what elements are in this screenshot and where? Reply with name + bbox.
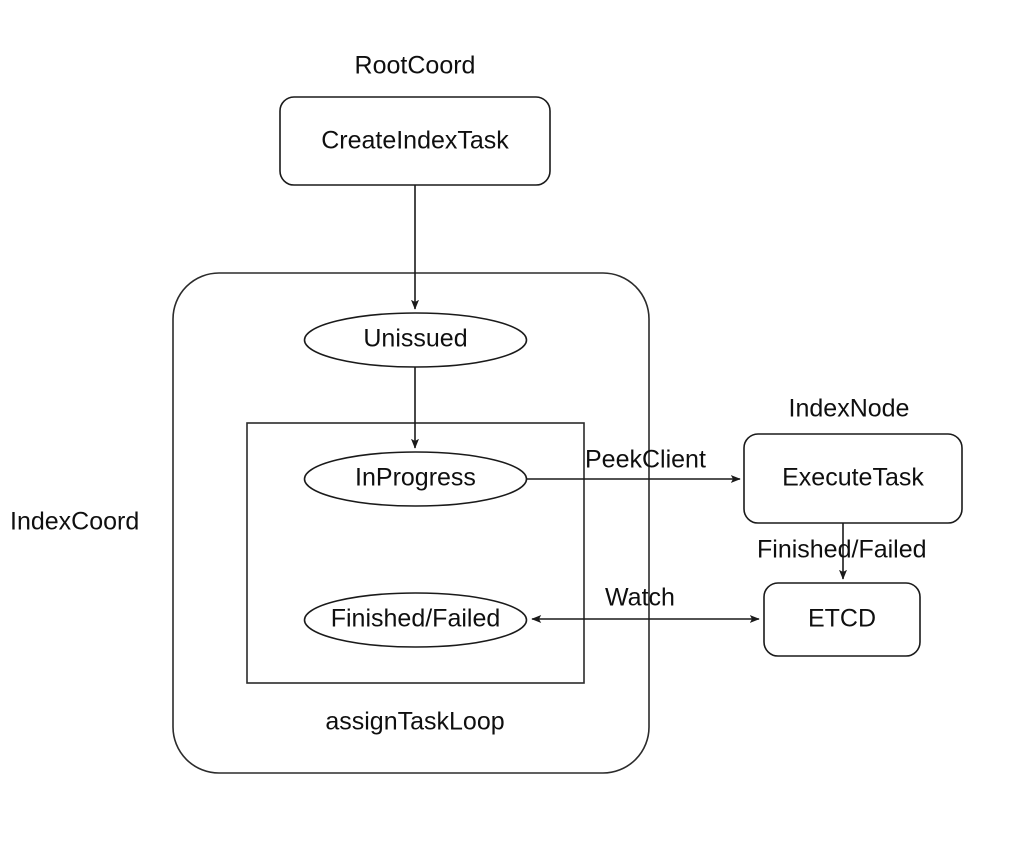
- node-etcd[interactable]: [763, 582, 921, 657]
- node-finished-failed[interactable]: [303, 592, 528, 648]
- label-indexnode: IndexNode: [789, 395, 910, 423]
- node-etcd-label: ETCD: [808, 605, 876, 633]
- label-assigntaskloop: assignTaskLoop: [325, 708, 504, 736]
- node-finished-failed-label: Finished/Failed: [331, 605, 501, 633]
- edge-label-peekclient: PeekClient: [585, 446, 706, 474]
- node-create-index-task-label: CreateIndexTask: [321, 127, 509, 155]
- node-unissued-label: Unissued: [363, 325, 467, 353]
- node-execute-task[interactable]: [743, 433, 963, 524]
- label-indexcoord: IndexCoord: [10, 508, 139, 536]
- node-create-index-task[interactable]: [279, 96, 551, 186]
- node-inprogress[interactable]: [303, 451, 528, 507]
- edge-label-finished-failed: Finished/Failed: [757, 536, 927, 564]
- node-unissued[interactable]: [303, 312, 528, 368]
- edge-label-watch: Watch: [605, 584, 675, 612]
- node-inprogress-label: InProgress: [355, 464, 476, 492]
- node-execute-task-label: ExecuteTask: [782, 464, 924, 492]
- group-indexcoord: [172, 272, 650, 774]
- label-rootcoord: RootCoord: [355, 52, 476, 80]
